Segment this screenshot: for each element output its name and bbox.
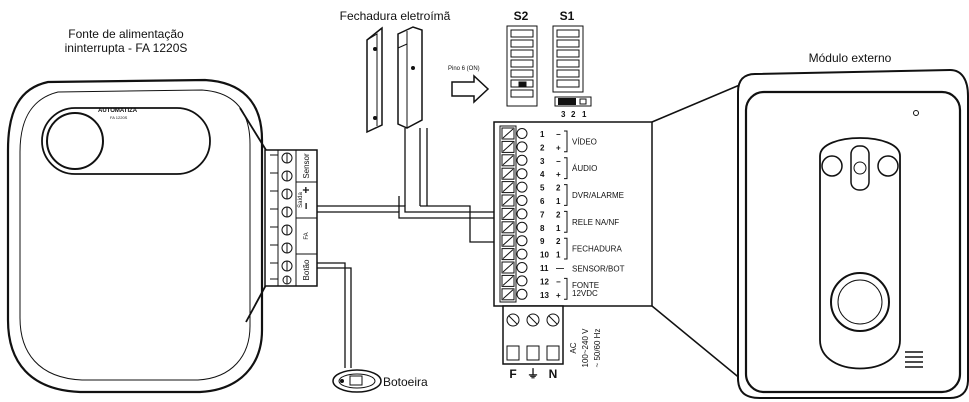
psu-brand: AUTOMATIZA [98, 108, 138, 114]
psu-label-plus: + [299, 186, 313, 193]
ac-label: AC [569, 342, 578, 353]
external-module-title: Módulo externo [809, 51, 892, 65]
terminal-screw [516, 221, 528, 233]
terminal-screw [516, 154, 528, 166]
terminal-screw [516, 168, 528, 180]
lock-title: Fechadura eletroímã [340, 9, 451, 23]
terminal-pin-sign: − [556, 157, 561, 166]
terminal-screw [516, 181, 528, 193]
terminal-screw [516, 141, 528, 153]
psu-model-small: FA 1220S [110, 115, 128, 120]
power-supply-unit: AUTOMATIZA FA 1220S [6, 78, 267, 394]
psu-label-minus: − [299, 202, 313, 209]
terminal-pin-sign: — [556, 264, 564, 273]
terminal-pin-sign: 2 [556, 210, 561, 219]
terminal-screw [516, 235, 528, 247]
power-label-n: N [549, 367, 558, 381]
terminal-pin-sign: − [556, 130, 561, 139]
terminal-group-label: FECHADURA [572, 245, 622, 254]
switch-s2-label: S2 [514, 9, 529, 23]
jumper-num-1: 1 [582, 110, 587, 119]
psu-label-saida: Saída [298, 192, 304, 208]
terminal-pin-number: 10 [540, 251, 549, 260]
terminal-pin-number: 7 [540, 210, 545, 219]
terminal-pin-number: 4 [540, 170, 545, 179]
ac-frequency: ~ 50/60 Hz [593, 329, 602, 368]
terminal-pin-number: 11 [540, 264, 549, 273]
terminal-screw [516, 128, 528, 139]
terminal-pin-sign: 2 [556, 237, 561, 246]
jumper-num-2: 2 [571, 110, 576, 119]
terminal-group-label: DVR/ALARME [572, 191, 624, 200]
terminal-pin-number: 8 [540, 224, 545, 233]
external-module [651, 68, 969, 399]
ac-voltage: 100~240 V [581, 328, 590, 368]
terminal-group-label-2: 12VDC [572, 289, 598, 298]
terminal-group-label: RELE NA/NF [572, 218, 619, 227]
terminal-pin-number: 2 [540, 143, 545, 152]
pin6-label: Pino 6 (ON) [448, 66, 480, 72]
terminal-group-label: VÍDEO [572, 137, 597, 146]
main-terminal-block [493, 121, 653, 307]
switch-s1-label: S1 [560, 9, 575, 23]
terminal-pin-sign: 1 [556, 251, 561, 260]
dip-switch-s1 [552, 25, 584, 93]
psu-terminal-block: Sensor + − Saída FA Botão [264, 149, 318, 287]
dip-switch-s2 [506, 25, 538, 107]
jumper-block: 3 2 1 [554, 96, 592, 119]
terminal-pin-sign: + [556, 170, 561, 179]
terminal-pin-sign: 2 [556, 184, 561, 193]
terminal-pin-sign: + [556, 291, 561, 300]
terminal-group-label: SENSOR/BOT [572, 265, 625, 274]
terminal-pin-sign: + [556, 143, 561, 152]
psu-title-line2: ininterrupta - FA 1220S [65, 41, 188, 55]
terminal-screw [516, 208, 528, 220]
wires [317, 128, 498, 368]
power-label-ground: ⏚ [527, 367, 539, 381]
pushbutton-device [332, 369, 382, 393]
jumper-num-3: 3 [561, 110, 566, 119]
terminal-pin-number: 1 [540, 130, 545, 139]
terminal-pin-number: 6 [540, 197, 545, 206]
pin6-arrow [451, 74, 490, 104]
terminal-pin-number: 13 [540, 291, 549, 300]
power-label-f: F [509, 367, 516, 381]
terminal-pin-sign: 1 [556, 197, 561, 206]
power-input-block: F ⏚ N AC 100~240 V ~ 50/60 Hz [502, 305, 602, 381]
pushbutton-label: Botoeira [383, 375, 428, 389]
terminal-group-label: ÁUDIO [572, 164, 597, 173]
psu-label-botao: Botão [302, 259, 311, 280]
terminal-pin-number: 12 [540, 277, 549, 286]
electromagnetic-lock [366, 26, 423, 134]
terminal-screw [516, 248, 528, 260]
terminal-pin-sign: − [556, 277, 561, 286]
psu-label-sensor: Sensor [302, 153, 311, 179]
terminal-pin-sign: 1 [556, 224, 561, 233]
psu-title-line1: Fonte de alimentação [68, 27, 184, 41]
terminal-pin-number: 5 [540, 184, 545, 193]
terminal-screw [516, 195, 528, 206]
terminal-group-label: FONTE [572, 281, 599, 290]
terminal-pin-number: 9 [540, 237, 545, 246]
psu-label-fa: FA [304, 232, 310, 239]
terminal-pin-number: 3 [540, 157, 545, 166]
terminal-screw [516, 262, 528, 273]
terminal-screw [516, 288, 528, 300]
terminal-screw [516, 275, 528, 287]
